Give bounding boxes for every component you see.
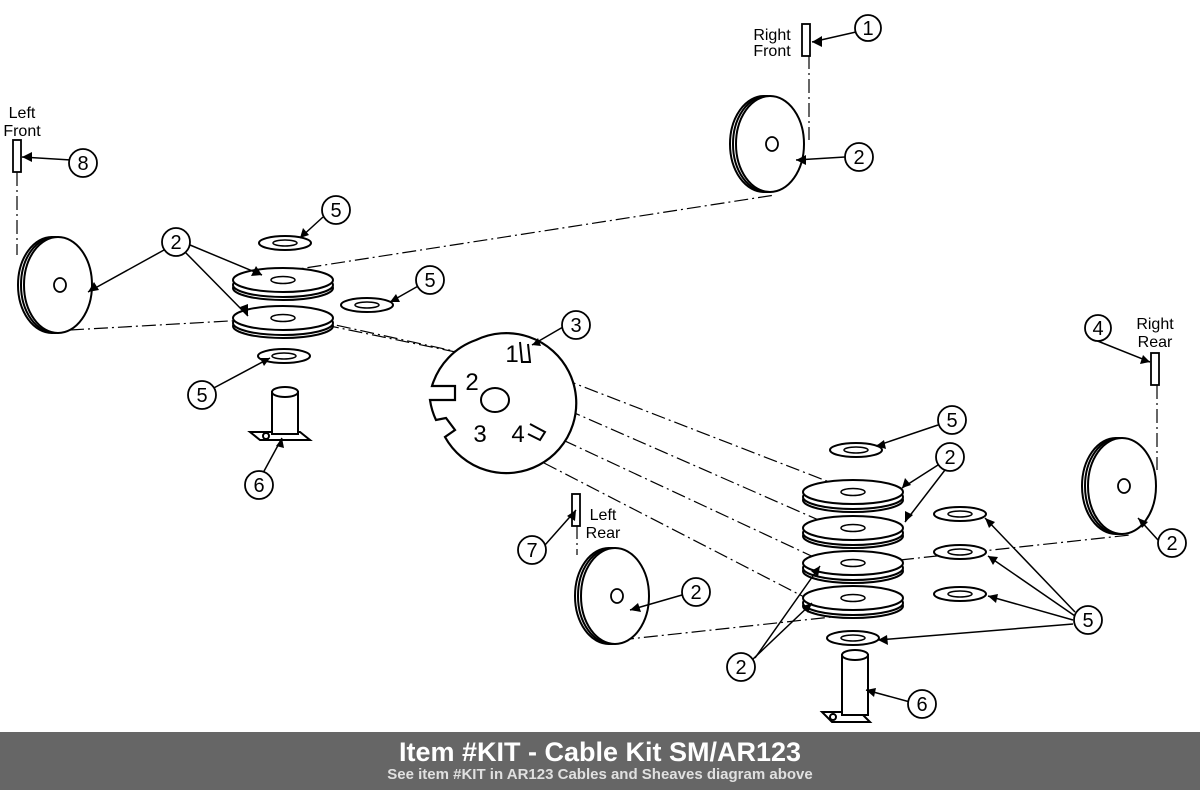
svg-text:4: 4 — [511, 421, 524, 448]
footer-bar: Item #KIT - Cable Kit SM/AR123 See item … — [0, 732, 1200, 790]
footer-subtitle: See item #KIT in AR123 Cables and Sheave… — [387, 766, 813, 783]
post-left — [247, 386, 313, 441]
cable-hub: 1 2 3 4 — [428, 332, 578, 475]
sheave-right-2 — [802, 515, 904, 549]
footer-title: Item #KIT - Cable Kit SM/AR123 — [398, 737, 802, 767]
svg-text:3: 3 — [473, 421, 486, 448]
clamp-right-front — [801, 23, 811, 57]
svg-text:Rear: Rear — [1138, 334, 1173, 351]
sheave-left-1 — [232, 267, 334, 301]
callout-2: 2 — [726, 652, 756, 682]
label-left-rear: Left Rear — [586, 507, 621, 542]
callout-3: 3 — [561, 310, 591, 340]
cable-kit-diagram: Right Front Left Front 1 2 3 4 Right Rea… — [3, 14, 1187, 723]
callout-2: 2 — [161, 227, 191, 257]
callout-2: 2 — [844, 142, 874, 172]
post-right — [819, 649, 873, 723]
svg-text:2: 2 — [1166, 533, 1177, 555]
callout-5: 5 — [415, 265, 445, 295]
label-right-rear: Right Rear — [1136, 316, 1174, 351]
washer-left-side — [340, 297, 394, 313]
svg-text:7: 7 — [526, 540, 537, 562]
washer-right-side-1 — [933, 506, 987, 522]
clamp-left-front — [12, 139, 22, 173]
callout-5: 5 — [937, 405, 967, 435]
sheave-right-4 — [802, 585, 904, 619]
svg-text:Front: Front — [3, 123, 41, 140]
callout-1: 1 — [854, 14, 882, 42]
svg-text:3: 3 — [570, 315, 581, 337]
svg-text:2: 2 — [690, 582, 701, 604]
svg-text:2: 2 — [735, 657, 746, 679]
svg-text:2: 2 — [944, 447, 955, 469]
svg-text:2: 2 — [170, 232, 181, 254]
svg-text:2: 2 — [465, 369, 478, 396]
washer-left-top — [258, 235, 312, 251]
svg-text:8: 8 — [77, 153, 88, 175]
svg-text:Right: Right — [1136, 316, 1174, 333]
callout-2: 2 — [1157, 528, 1187, 558]
callout-7: 7 — [517, 535, 547, 565]
callout-4: 4 — [1084, 314, 1112, 342]
svg-text:5: 5 — [424, 270, 435, 292]
callout-6: 6 — [244, 470, 274, 500]
svg-text:6: 6 — [916, 694, 927, 716]
sheave-right-3 — [802, 550, 904, 584]
svg-text:Left: Left — [9, 105, 36, 122]
callout-6: 6 — [907, 689, 937, 719]
washer-right-bottom — [826, 630, 880, 646]
svg-text:1: 1 — [505, 341, 518, 368]
callout-5: 5 — [187, 380, 217, 410]
svg-text:5: 5 — [946, 410, 957, 432]
arrowheads — [22, 36, 1150, 697]
pulley-left-rear — [574, 547, 650, 645]
sheave-right-1 — [802, 479, 904, 513]
svg-text:5: 5 — [1082, 610, 1093, 632]
svg-text:Rear: Rear — [586, 525, 621, 542]
pulley-right-rear — [1081, 437, 1157, 535]
callout-2: 2 — [935, 442, 965, 472]
svg-text:Right: Right — [753, 27, 791, 44]
svg-text:1: 1 — [862, 18, 873, 40]
callouts: 1 8 2 2 5 5 5 6 3 4 5 2 2 5 7 2 2 6 — [68, 14, 1187, 719]
callout-8: 8 — [68, 148, 98, 178]
pulley-left-front — [17, 236, 93, 334]
washer-right-side-3 — [933, 586, 987, 602]
label-right-front: Right Front — [753, 27, 791, 60]
svg-text:5: 5 — [330, 200, 341, 222]
svg-text:5: 5 — [196, 385, 207, 407]
callout-2: 2 — [681, 577, 711, 607]
svg-text:Left: Left — [590, 507, 617, 524]
svg-text:Front: Front — [753, 43, 791, 60]
label-left-front: Left Front — [3, 105, 41, 140]
callout-5: 5 — [1073, 605, 1103, 635]
svg-text:4: 4 — [1092, 318, 1103, 340]
clamp-right-rear — [1150, 352, 1160, 386]
svg-text:2: 2 — [853, 147, 864, 169]
callout-5: 5 — [321, 195, 351, 225]
pulley-right-front — [729, 95, 805, 193]
svg-text:6: 6 — [253, 475, 264, 497]
washer-right-top — [829, 442, 883, 458]
washer-right-side-2 — [933, 544, 987, 560]
